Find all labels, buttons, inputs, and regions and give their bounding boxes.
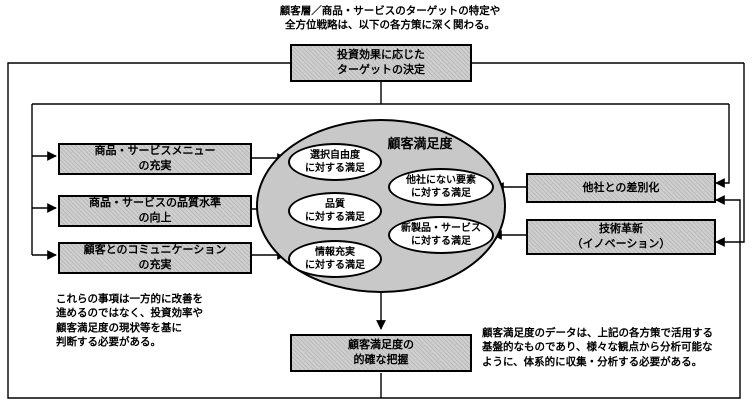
oval-5-line-1: 新製品・サービス	[401, 222, 481, 234]
left-box-2-line-2: の向上	[138, 211, 172, 224]
right-note-line-1: 顧客満足度のデータは、上記の各方策で活用する	[482, 327, 713, 339]
left-box-2-line-1: 商品・サービスの品質水準	[89, 196, 221, 210]
oval-5-line-2: に対する満足	[411, 236, 471, 247]
left-box-1-line-2: の充実	[138, 159, 172, 172]
information-oval: 情報充実 に対する満足	[288, 240, 382, 278]
quality-improvement-box: 商品・サービスの品質水準 の向上	[58, 195, 252, 227]
left-note: これらの事項は一方的に改善を 進めるのではなく、投資効率や 顧客満足度の現状等を…	[56, 292, 276, 350]
innovation-box: 技術革新 （イノベーション）	[526, 219, 716, 255]
target-box-line-2: ターゲットの決定	[337, 63, 425, 76]
feedback-loop-left	[7, 62, 741, 399]
oval-3-line-2: に対する満足	[305, 260, 365, 271]
right-box-1-line-1: 他社との差別化	[582, 180, 660, 194]
bottom-box-line-2: 的確な把握	[353, 353, 409, 366]
differentiation-box: 他社との差別化	[526, 173, 716, 203]
oval-3-line-1: 情報充実	[315, 246, 355, 258]
oval-1-line-2: に対する満足	[305, 163, 365, 174]
left-box-3-line-2: の充実	[138, 258, 172, 271]
top-note-line-2: 全方位戦略は、以下の各方策に深く関わる。	[285, 19, 495, 32]
target-box-line-1: 投資効果に応じた	[337, 48, 425, 62]
feedback-loop-right-down	[715, 63, 745, 247]
oval-4-line-1: 他社にない要素	[406, 174, 476, 186]
customer-communication-box: 顧客とのコミュニケーション の充実	[58, 242, 252, 274]
oval-2-line-1: 品質	[325, 198, 345, 210]
left-box-1-line-1: 商品・サービスメニュー	[94, 144, 216, 158]
menu-enhancement-box: 商品・サービスメニュー の充実	[58, 143, 252, 175]
left-note-line-1: これらの事項は一方的に改善を	[56, 293, 203, 305]
left-box-3-line-1: 顧客とのコミュニケーション	[83, 243, 227, 257]
oval-2-line-2: に対する満足	[305, 212, 365, 223]
right-note: 顧客満足度のデータは、上記の各方策で活用する 基盤的なものであり、様々な観点から…	[482, 326, 740, 369]
bus-right-drop	[715, 104, 730, 188]
right-box-2-line-2: （イノベーション）	[571, 237, 671, 250]
quality-oval: 品質 に対する満足	[288, 192, 382, 230]
right-box-2-line-1: 技術革新	[599, 222, 643, 236]
bottom-box-line-1: 顧客満足度の	[348, 338, 414, 352]
new-product-oval: 新製品・サービス に対する満足	[388, 216, 494, 254]
choice-freedom-oval: 選択自由度 に対する満足	[288, 143, 382, 181]
left-note-line-4: 判断する必要がある。	[56, 336, 161, 349]
target-decision-box: 投資効果に応じた ターゲットの決定	[290, 44, 472, 82]
oval-4-line-2: に対する満足	[411, 188, 471, 199]
right-note-line-2: 基盤的なものであり、様々な観点から分析可能な	[482, 341, 713, 354]
right-note-line-3: ように、体系的に収集・分析する必要がある。	[482, 355, 703, 368]
oval-1-line-1: 選択自由度	[310, 149, 360, 161]
top-note-line-1: 顧客層／商品・サービスのターゲットの特定や	[279, 5, 501, 17]
left-note-line-3: 顧客満足度の現状等を基に	[56, 321, 182, 334]
customer-satisfaction-title: 顧客満足度	[387, 137, 453, 152]
accurate-grasp-box: 顧客満足度の 的確な把握	[290, 334, 472, 372]
top-note: 顧客層／商品・サービスのターゲットの特定や 全方位戦略は、以下の各方策に深く関わ…	[240, 4, 540, 33]
left-note-line-2: 進めるのではなく、投資効率や	[56, 307, 203, 320]
unique-element-oval: 他社にない要素 に対する満足	[388, 168, 494, 206]
